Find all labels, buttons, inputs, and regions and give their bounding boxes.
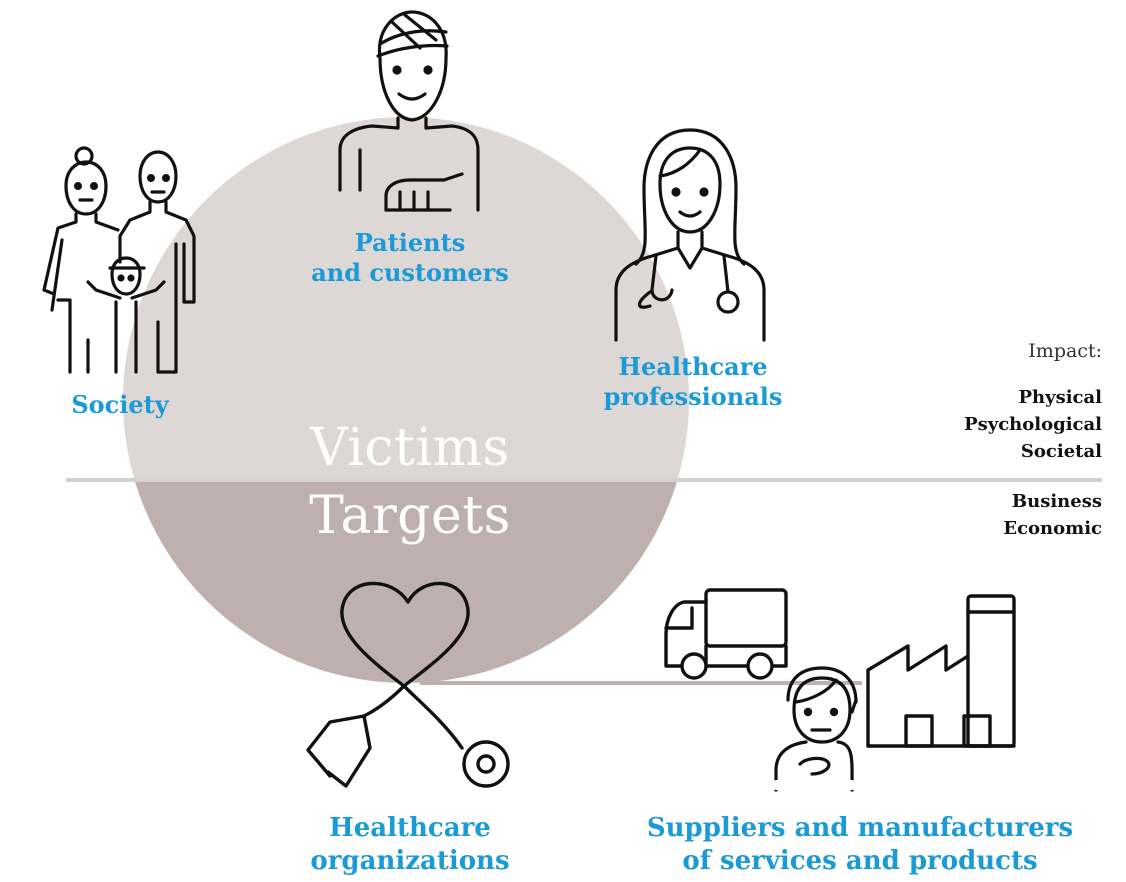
victim-impact-list: Physical Psychological Societal <box>964 384 1102 465</box>
impact-societal: Societal <box>1020 441 1102 462</box>
family-icon <box>42 146 196 374</box>
patients-label: Patients and customers <box>311 228 509 287</box>
organizations-label: Healthcare organizations <box>310 813 510 876</box>
injured-patient-icon <box>338 10 480 212</box>
victims-circle-half <box>123 117 689 480</box>
delivery-truck-icon <box>664 588 788 680</box>
targets-label: Targets <box>309 486 511 546</box>
impact-psychological: Psychological <box>964 414 1102 435</box>
factory-icon <box>866 594 1016 748</box>
victims-label: Victims <box>310 418 510 478</box>
impact-business: Business <box>1011 491 1102 512</box>
target-impact-list: Business Economic <box>1003 488 1102 542</box>
targets-circle-half <box>134 480 678 683</box>
impact-economic: Economic <box>1003 518 1102 539</box>
female-doctor-icon <box>614 128 766 342</box>
suppliers-label: Suppliers and manufacturers of services … <box>646 813 1074 876</box>
professionals-label: Healthcare professionals <box>603 352 783 411</box>
impact-heading: Impact: <box>1028 340 1102 362</box>
support-agent-icon <box>774 666 858 792</box>
society-label: Society <box>71 390 169 419</box>
impact-physical: Physical <box>1018 387 1102 408</box>
heart-stethoscope-icon <box>306 581 510 788</box>
